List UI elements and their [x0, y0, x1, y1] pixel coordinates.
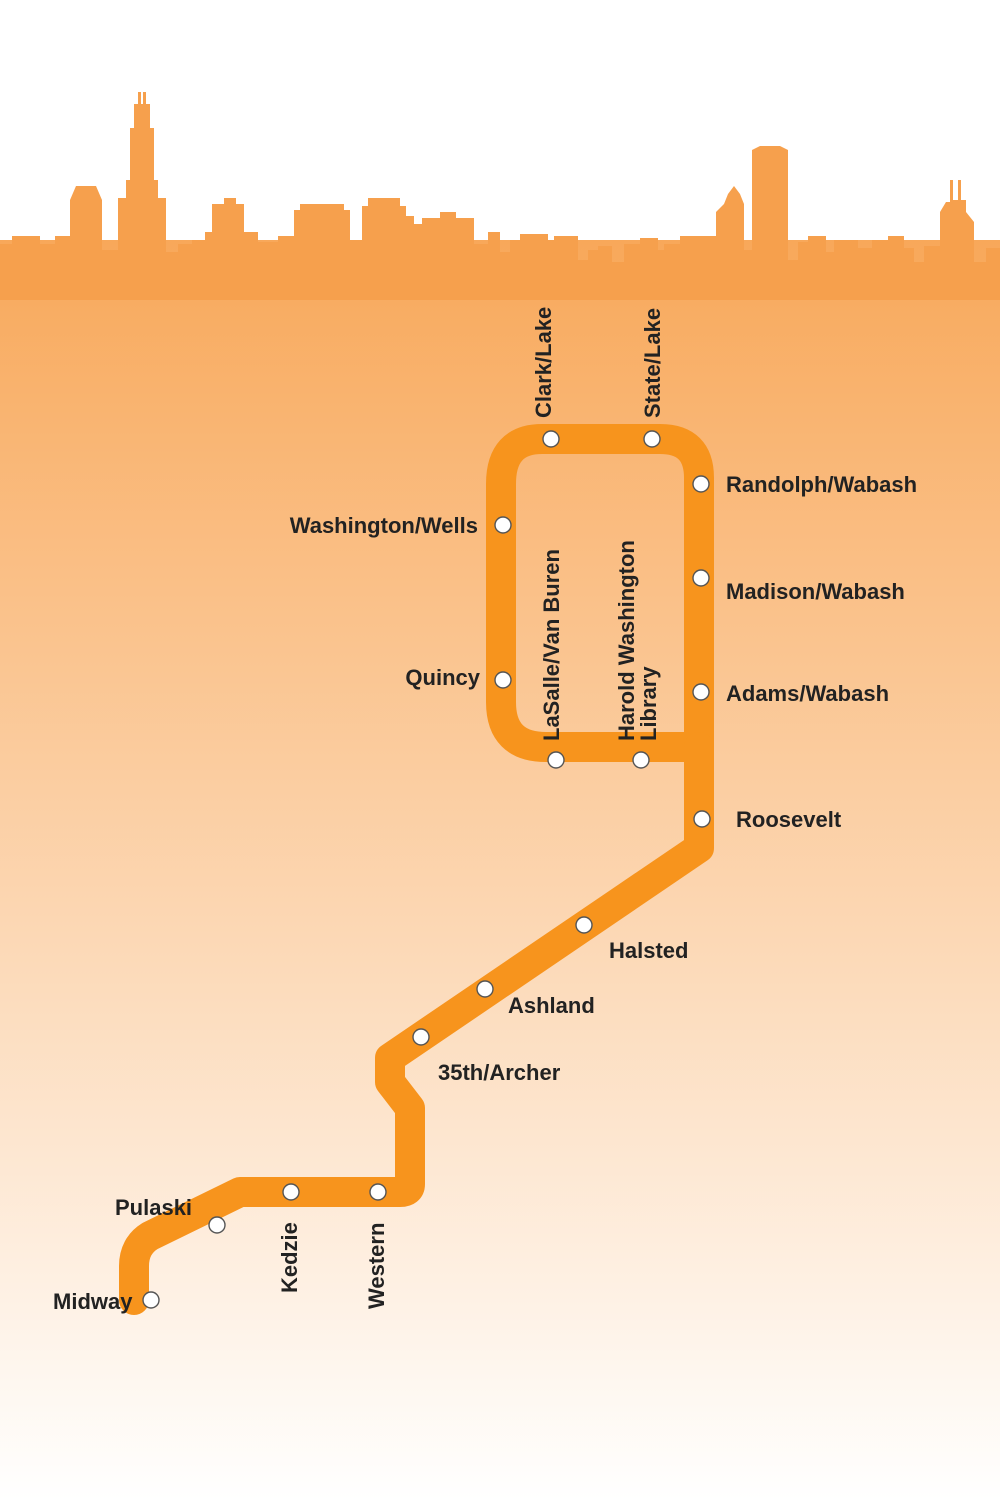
- station-label-lasalle-van-buren: LaSalle/Van Buren: [539, 549, 564, 741]
- station-marker-halsted[interactable]: [575, 916, 593, 934]
- station-label-randolph-wabash: Randolph/Wabash: [726, 472, 917, 497]
- background-gradient: [0, 240, 1000, 1500]
- station-label-clark-lake: Clark/Lake: [531, 307, 556, 418]
- station-marker-harold-washington-library[interactable]: [632, 751, 650, 769]
- loop-track: [486, 424, 714, 762]
- station-marker-ashland[interactable]: [476, 980, 494, 998]
- station-labels: Clark/Lake State/Lake Randolph/Wabash Wa…: [53, 307, 917, 1314]
- station-marker-western[interactable]: [369, 1183, 387, 1201]
- station-label-halsted: Halsted: [609, 938, 688, 963]
- station-label-harold-washington: Harold Washington: [614, 540, 639, 741]
- station-label-ashland: Ashland: [508, 993, 595, 1018]
- station-marker-madison-wabash[interactable]: [692, 569, 710, 587]
- station-label-harold-washington-library: Library: [636, 666, 661, 741]
- station-marker-randolph-wabash[interactable]: [692, 475, 710, 493]
- station-label-washington-wells: Washington/Wells: [290, 513, 478, 538]
- station-label-35th-archer: 35th/Archer: [438, 1060, 561, 1085]
- station-label-adams-wabash: Adams/Wabash: [726, 681, 889, 706]
- station-marker-pulaski[interactable]: [208, 1216, 226, 1234]
- station-marker-midway[interactable]: [142, 1291, 160, 1309]
- station-label-kedzie: Kedzie: [277, 1222, 302, 1293]
- route-line: [119, 424, 714, 1315]
- station-label-midway: Midway: [53, 1289, 133, 1314]
- skyline-silhouette: [0, 92, 1000, 300]
- stations: [142, 430, 711, 1309]
- station-label-pulaski: Pulaski: [115, 1195, 192, 1220]
- station-label-madison-wabash: Madison/Wabash: [726, 579, 905, 604]
- station-marker-washington-wells[interactable]: [494, 516, 512, 534]
- station-marker-quincy[interactable]: [494, 671, 512, 689]
- station-label-state-lake: State/Lake: [640, 308, 665, 418]
- station-marker-kedzie[interactable]: [282, 1183, 300, 1201]
- station-marker-roosevelt[interactable]: [693, 810, 711, 828]
- station-marker-lasalle-van-buren[interactable]: [547, 751, 565, 769]
- station-marker-adams-wabash[interactable]: [692, 683, 710, 701]
- station-label-quincy: Quincy: [405, 665, 480, 690]
- main-track: [119, 732, 714, 1315]
- station-label-roosevelt: Roosevelt: [736, 807, 842, 832]
- station-marker-state-lake[interactable]: [643, 430, 661, 448]
- station-marker-clark-lake[interactable]: [542, 430, 560, 448]
- station-label-western: Western: [364, 1223, 389, 1309]
- station-marker-35th-archer[interactable]: [412, 1028, 430, 1046]
